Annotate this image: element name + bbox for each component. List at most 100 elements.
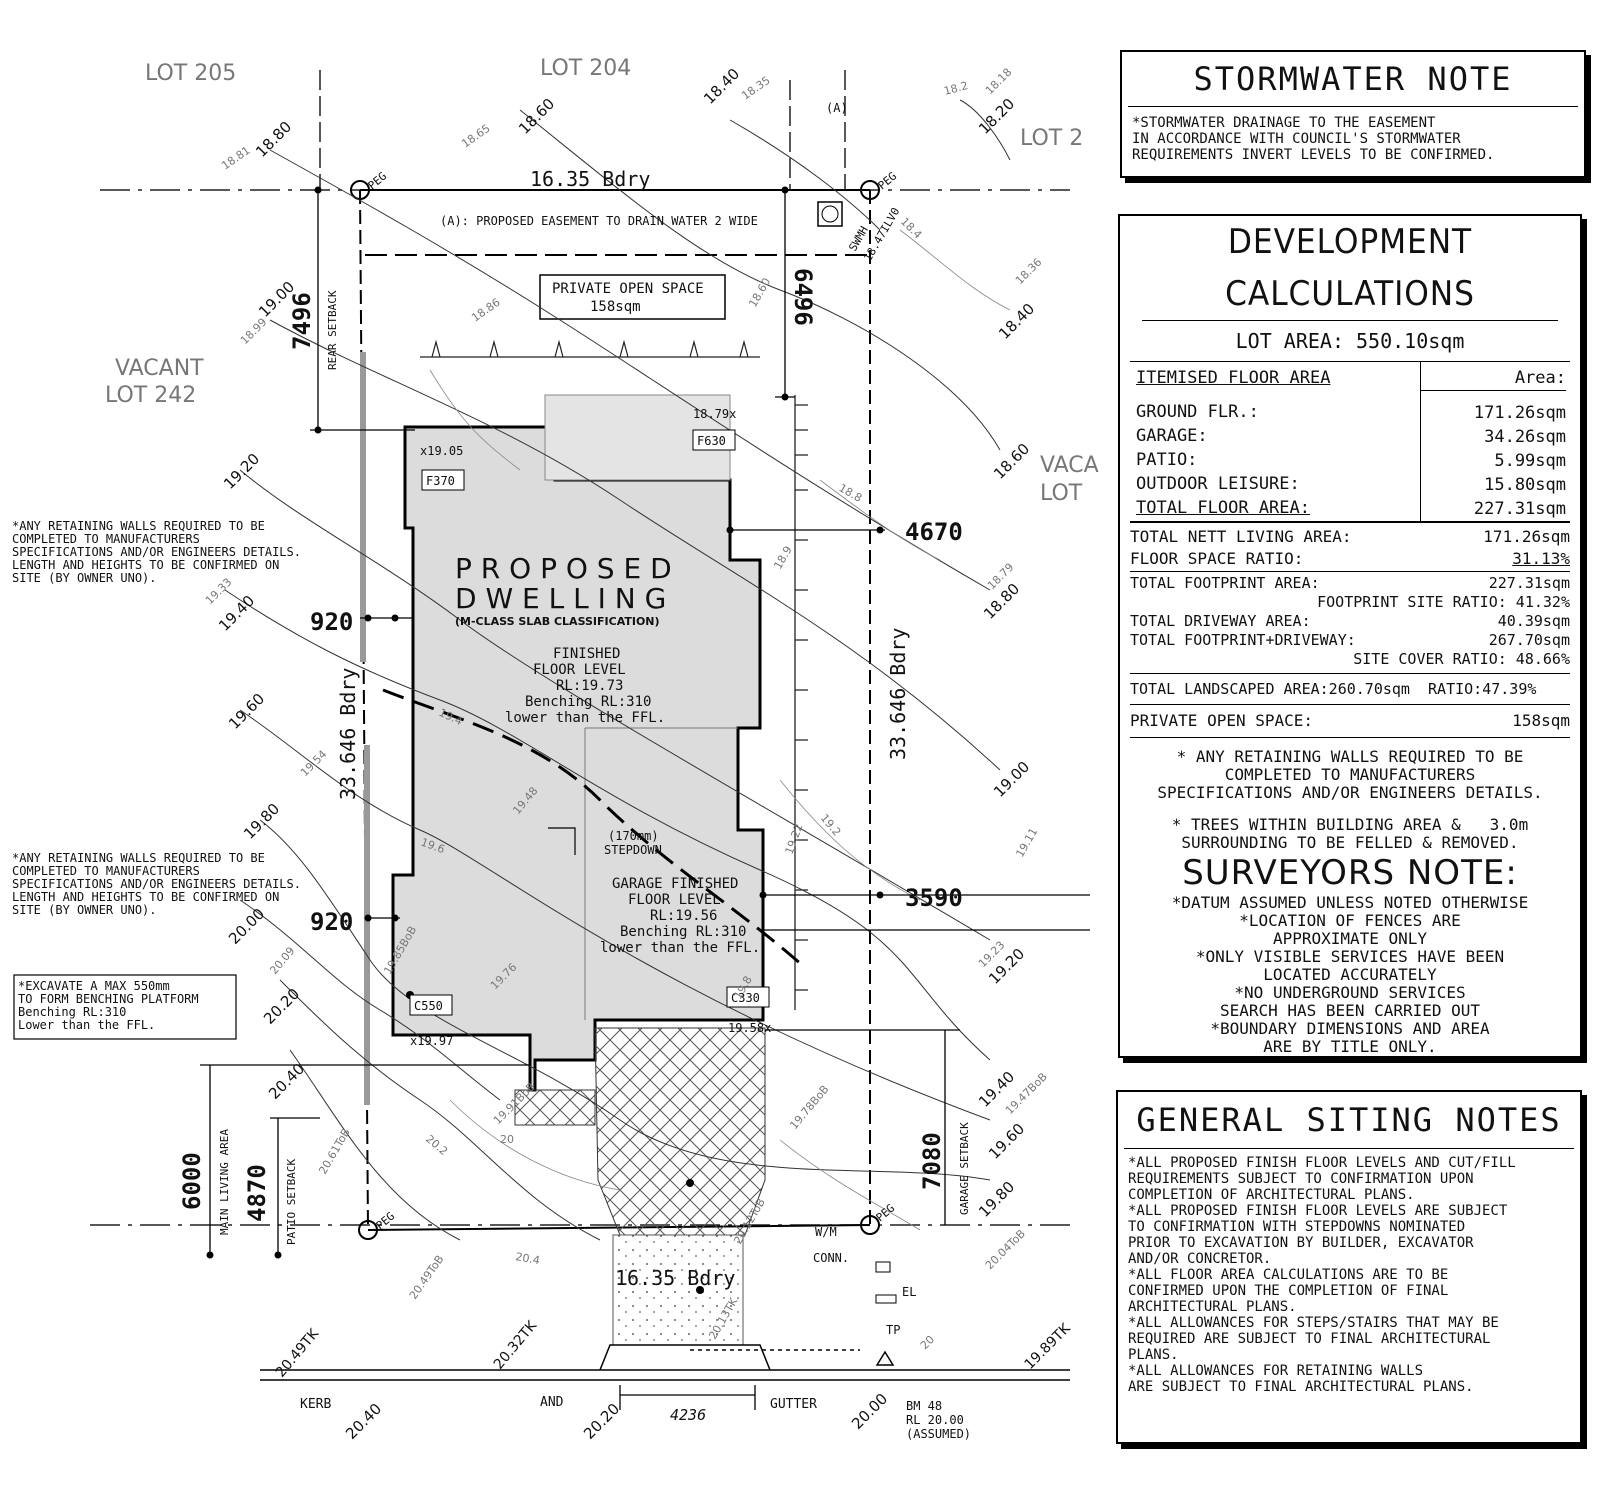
tp-pit [875,1294,897,1304]
nett-living-label: TOTAL NETT LIVING AREA: [1130,527,1352,546]
siting-line-10: ARCHITECTURAL PLANS. [1128,1299,1297,1315]
street-kerb [260,1344,1070,1381]
svg-text:Lower than the FFL.: Lower than the FFL. [18,1018,155,1032]
tk-2: 20.32TK [491,1317,541,1372]
total-floor-value: 227.31sqm [1473,499,1566,519]
retaining-note-2: *ANY RETAINING WALLS REQUIRED TO BE COMP… [12,851,301,917]
calc-retaining-1: * ANY RETAINING WALLS REQUIRED TO BE [1176,747,1524,766]
kerb-level-2: 20.20 [580,1400,623,1443]
retaining-wall-bottom [364,745,370,1105]
ground-floor-label: GROUND FLR.: [1136,402,1259,422]
svg-text:18.60: 18.60 [746,276,773,310]
fsr-value: 31.13% [1512,549,1570,568]
patio-label: PATIO: [1136,450,1198,470]
tk-1: 20.49TK [273,1325,323,1380]
surveyors-line-5: LOCATED ACCURATELY [1263,965,1437,984]
siting-line-12: REQUIRED ARE SUBJECT TO FINAL ARCHITECTU… [1128,1331,1491,1347]
svg-text:19.60: 19.60 [985,1120,1028,1163]
general-siting-notes-panel: GENERAL SITING NOTES *ALL PROPOSED FINIS… [1116,1090,1582,1444]
rear-setback-label: REAR SETBACK [326,290,339,370]
el-label: EL [902,1285,916,1299]
f630-tag: F630 [697,434,726,448]
dimension-nodes [206,186,884,1294]
path-strip [514,1089,596,1126]
siting-line-11: *ALL ALLOWANCES FOR STEPS/STAIRS THAT MA… [1128,1315,1499,1331]
dwelling-footprint [391,425,765,1092]
side-right-dim: 4670 [905,518,963,546]
open-space-box [539,274,726,320]
svg-text:SITE (BY OWNER UNO).: SITE (BY OWNER UNO). [12,571,157,585]
driveway-value: 40.39sqm [1497,612,1570,630]
svg-text:COMPLETED TO MANUFACTURERS: COMPLETED TO MANUFACTURERS [12,532,200,546]
patio-setback-label: PATIO SETBACK [285,1159,298,1245]
surveyors-line-2: *LOCATION OF FENCES ARE [1239,911,1461,930]
footprint-label: TOTAL FOOTPRINT AREA: [1130,574,1320,592]
siting-line-1: *ALL PROPOSED FINISH FLOOR LEVELS AND CU… [1128,1155,1516,1171]
svg-text:20.61ToB: 20.61ToB [316,1126,353,1176]
svg-text:20.40: 20.40 [265,1060,308,1103]
svg-text:18.86: 18.86 [469,296,502,325]
lot-area: LOT AREA: 550.10sqm [1130,321,1570,362]
svg-text:19.00: 19.00 [990,758,1033,801]
calc-trees-1: * TREES WITHIN BUILDING AREA & 3.0m [1171,815,1529,834]
lot-right-label: LOT [1040,481,1083,506]
svg-text:18.9: 18.9 [771,544,795,572]
main-living-dim: 6000 [178,1152,206,1210]
svg-text:SPECIFICATIONS AND/OR ENGINEER: SPECIFICATIONS AND/OR ENGINEERS DETAILS. [12,877,301,891]
kerb-level-3: 20.00 [848,1390,891,1433]
garage-ffl-3: RL:19.56 [650,908,717,924]
dimension-lines [200,190,1090,1410]
svg-text:18.80: 18.80 [980,580,1023,623]
svg-text:19.54: 19.54 [298,748,329,779]
landscaped-area: TOTAL LANDSCAPED AREA:260.70sqm RATIO:47… [1130,674,1570,705]
svg-text:*ANY RETAINING WALLS REQUIRED: *ANY RETAINING WALLS REQUIRED TO BE [12,519,265,533]
siting-line-14: *ALL ALLOWANCES FOR RETAINING WALLS [1128,1363,1424,1379]
surveyors-line-9: ARE BY TITLE ONLY. [1263,1037,1437,1056]
svg-text:19.22: 19.22 [783,822,806,856]
fp-drive-value: 267.70sqm [1488,631,1570,649]
siting-line-5: TO CONFIRMATION WITH STEPDOWNS NOMINATED [1128,1219,1466,1235]
svg-text:20.09: 20.09 [267,944,297,976]
outdoor-value: 15.80sqm [1484,475,1566,495]
right-fence-ticks [794,395,808,1010]
svg-text:SPECIFICATIONS AND/OR ENGINEER: SPECIFICATIONS AND/OR ENGINEERS DETAILS. [12,545,301,559]
svg-text:18.8: 18.8 [837,481,865,505]
development-calculations-panel: DEVELOPMENT CALCULATIONS LOT AREA: 550.1… [1118,214,1582,1058]
svg-text:20.00: 20.00 [225,905,268,948]
svg-text:18.81: 18.81 [219,144,252,173]
svg-text:19.80: 19.80 [975,1178,1018,1221]
conn-label: CONN. [813,1251,849,1265]
stormwater-line-2: IN ACCORDANCE WITH COUNCIL'S STORMWATER [1132,131,1461,147]
svg-text:20.4: 20.4 [514,1250,540,1267]
stormwater-title: STORMWATER NOTE [1128,52,1578,107]
left-boundary-label: 33.646 Bdry [336,668,360,800]
siting-line-6: PRIOR TO EXCAVATION BY BUILDER, EXCAVATO… [1128,1235,1474,1251]
c550-tag: C550 [414,999,443,1013]
siting-line-2: REQUIREMENTS SUBJECT TO CONFIRMATION UPO… [1128,1171,1474,1187]
surveyors-line-8: *BOUNDARY DIMENSIONS AND AREA [1210,1019,1490,1038]
surveyors-line-4: *ONLY VISIBLE SERVICES HAVE BEEN [1195,947,1505,966]
retaining-note-1: *ANY RETAINING WALLS REQUIRED TO BE COMP… [12,519,301,585]
pos-value: 158sqm [1512,711,1570,730]
surveyors-line-1: *DATUM ASSUMED UNLESS NOTED OTHERWISE [1171,893,1529,912]
side-left-dim-2: 920 [310,908,353,936]
stepdown-line1: (170mm) [608,829,659,843]
boundary-pegs [350,180,880,1240]
siting-line-15: ARE SUBJECT TO FINAL ARCHITECTURAL PLANS… [1128,1379,1474,1395]
kerb-label: KERB [300,1397,331,1412]
benching-cut-line [382,688,803,967]
svg-text:SITE (BY OWNER UNO).: SITE (BY OWNER UNO). [12,903,157,917]
garage-ffl-5: lower than the FFL. [600,940,760,956]
slab-classification: (M-CLASS SLAB CLASSIFICATION) [455,615,660,628]
site-cover-ratio: SITE COVER RATIO: 48.66% [1353,650,1570,668]
swmh-box [817,201,843,227]
svg-text:*EXCAVATE A MAX 550mm: *EXCAVATE A MAX 550mm [18,979,170,993]
and-label: AND [540,1395,564,1410]
dwelling-title-1: P R O P O S E D [455,552,672,585]
patio-value: 5.99sqm [1494,451,1566,471]
stormwater-line-1: *STORMWATER DRAINAGE TO THE EASEMENT [1132,115,1436,131]
bm-line2: RL 20.00 [906,1413,964,1427]
surveyors-line-6: *NO UNDERGROUND SERVICES [1234,983,1466,1002]
driveway-label: TOTAL DRIVEWAY AREA: [1130,612,1311,630]
fence-line [420,339,760,358]
